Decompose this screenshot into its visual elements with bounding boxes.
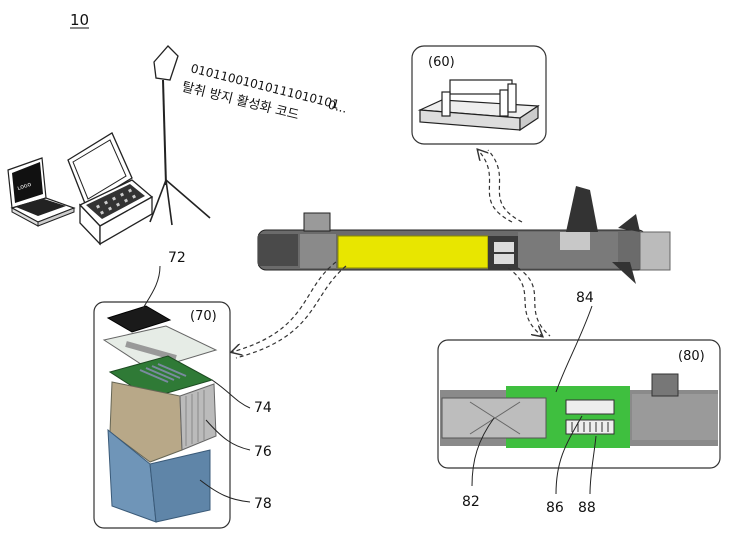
inset-70: (70)	[93, 301, 231, 529]
connector-86	[565, 399, 615, 415]
binary-code-tail: 0...	[327, 98, 349, 116]
inset-70-label: (70)	[190, 309, 217, 324]
inset-60-label: (60)	[428, 55, 455, 70]
ref-84: 84	[576, 290, 594, 306]
missile-fin-bottom	[612, 262, 636, 284]
ref-76: 76	[254, 444, 272, 460]
figure-number: 10	[70, 11, 89, 29]
ref-78: 78	[254, 496, 272, 512]
laptop-small-icon: ʟᴏɢᴏ	[7, 157, 76, 227]
yellow-highlight-section	[337, 235, 489, 269]
inset-80: (80)	[437, 339, 721, 469]
board-72	[106, 305, 172, 333]
ref-82: 82	[462, 494, 480, 510]
arrow-to-inset-60	[478, 150, 513, 223]
ref-74: 74	[254, 400, 272, 416]
ref-86: 86	[546, 500, 564, 516]
antenna-icon	[149, 45, 211, 226]
pack-76	[109, 381, 183, 463]
missile-body	[257, 186, 671, 284]
ref-88: 88	[578, 500, 596, 516]
arrow-to-inset-80	[507, 267, 542, 336]
ground-station: ʟᴏɢᴏ	[7, 45, 211, 246]
ref-72: 72	[168, 250, 186, 266]
missile-fin-top	[566, 186, 598, 232]
svg-text:ʟᴏɢᴏ: ʟᴏɢᴏ	[16, 181, 32, 192]
terminal-case-icon	[67, 132, 154, 246]
inset-60: (60)	[411, 45, 547, 145]
arrow-to-inset-70	[232, 261, 337, 352]
inset-80-label: (80)	[678, 349, 705, 364]
